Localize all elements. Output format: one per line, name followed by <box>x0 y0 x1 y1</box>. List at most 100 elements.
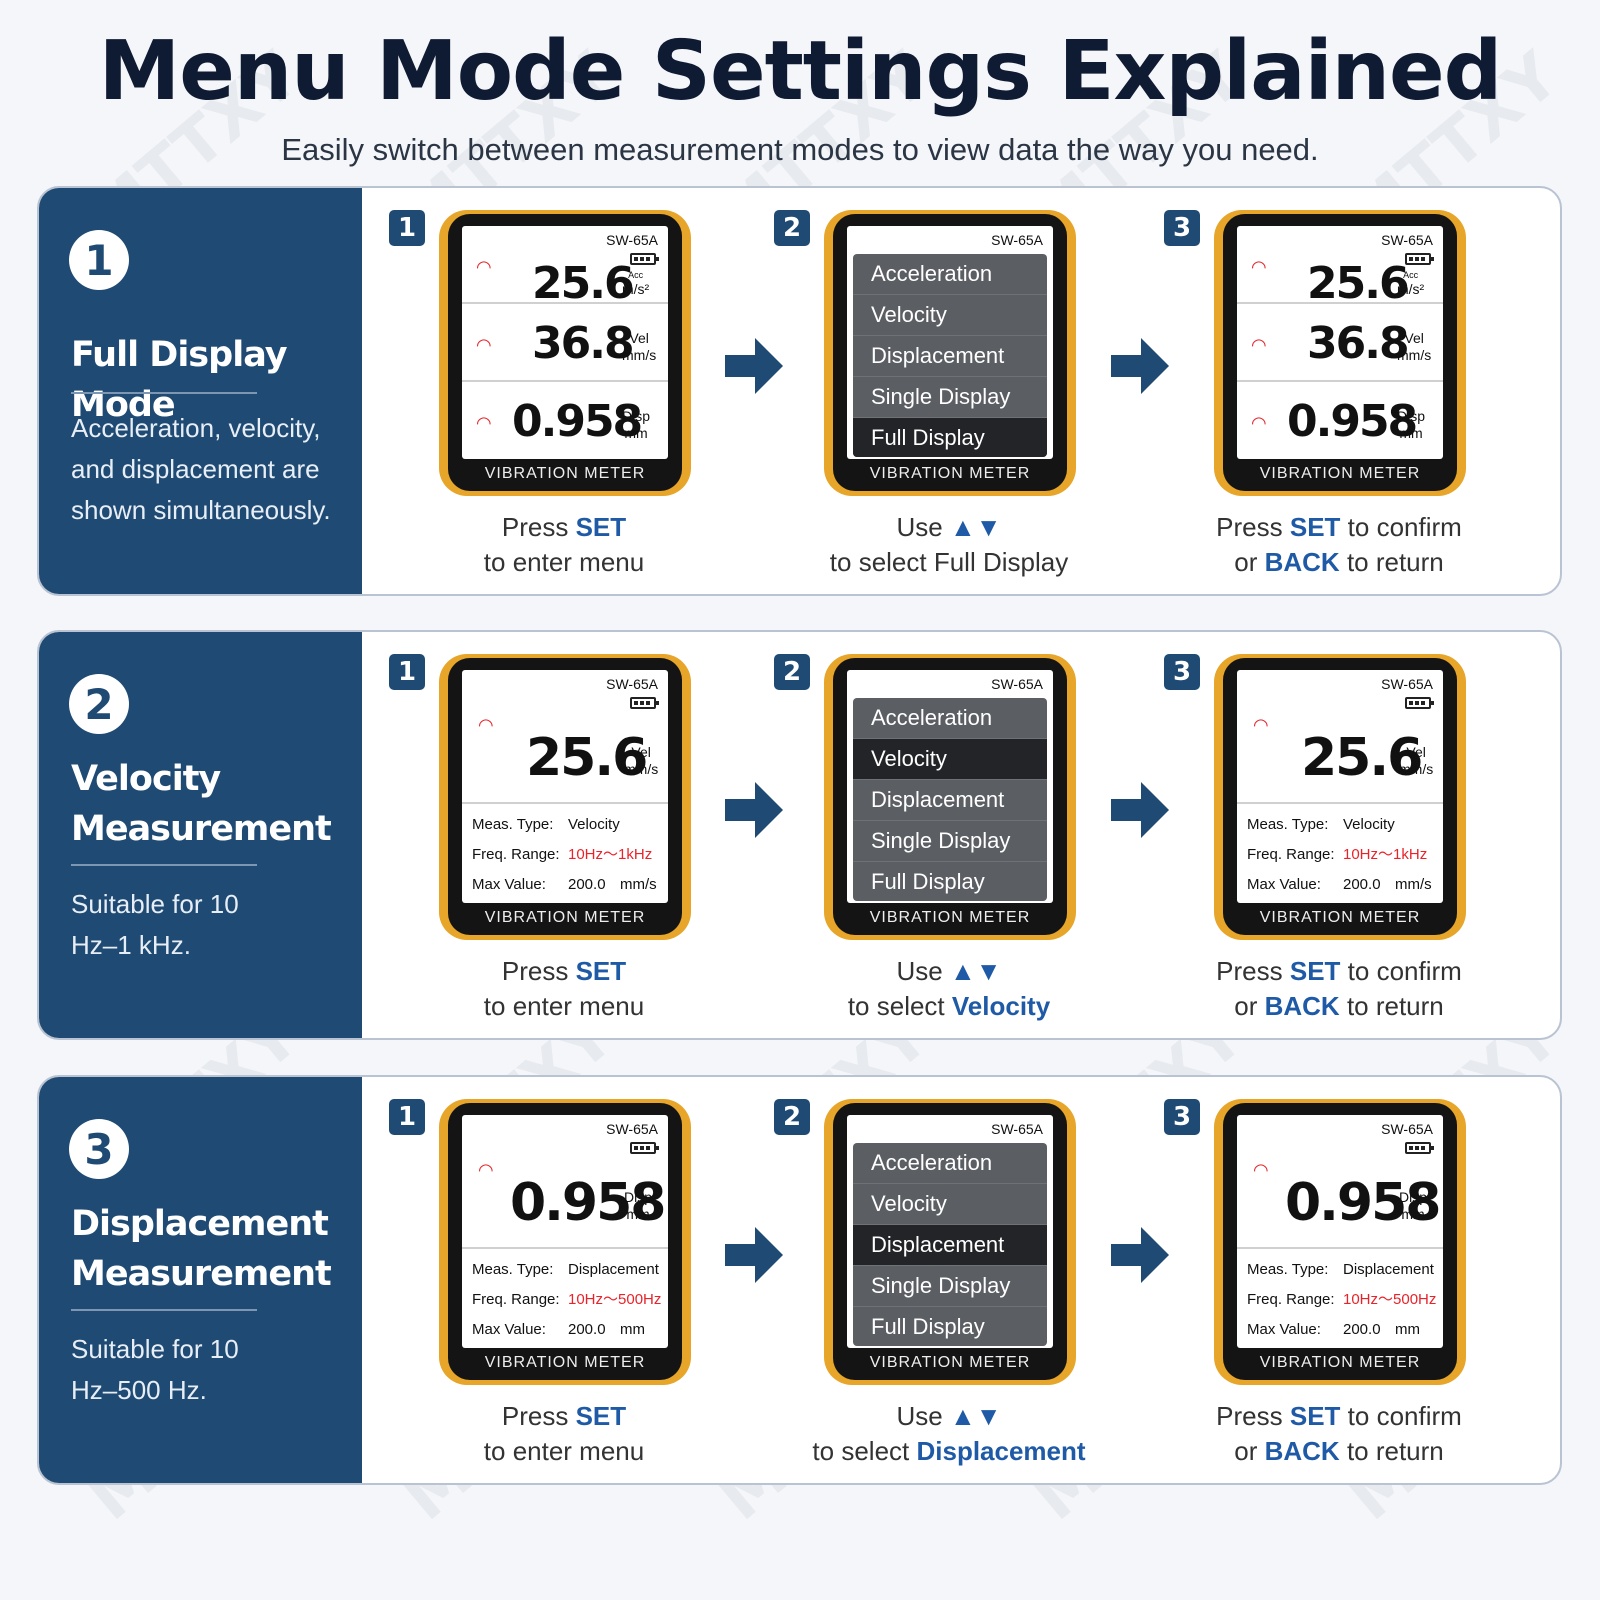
section-description: Suitable for 10 Hz–1 kHz. <box>71 889 239 960</box>
menu-item[interactable]: Acceleration <box>853 254 1047 295</box>
menu-item[interactable]: Single Display <box>853 1266 1047 1307</box>
info-unit: mm <box>1395 1321 1420 1338</box>
up-down-keys-icon[interactable]: ▲▼ <box>950 1401 1002 1431</box>
menu-item[interactable]: Full Display <box>853 418 1047 457</box>
info-value: 10Hz～500Hz <box>1343 1291 1437 1308</box>
menu-item[interactable]: Acceleration <box>853 698 1047 739</box>
menu-item[interactable]: Displacement <box>853 780 1047 821</box>
info-value: 200.0 <box>1343 876 1381 893</box>
set-key-label[interactable]: SET <box>1289 956 1341 986</box>
section-divider <box>71 392 257 394</box>
menu-item[interactable]: Displacement <box>853 1225 1047 1266</box>
up-down-keys-icon[interactable]: ▲▼ <box>950 956 1002 986</box>
arrow-shape <box>725 1227 783 1283</box>
gauge-icon: ◠ <box>1251 335 1267 355</box>
section-title: Full Display Mode <box>71 335 288 425</box>
set-key-label[interactable]: SET <box>575 1401 627 1431</box>
info-key: Freq. Range: <box>472 846 560 863</box>
step-caption: Press SET to enter menu <box>389 510 739 580</box>
page-title: Menu Mode Settings Explained <box>98 24 1503 119</box>
menu-item[interactable]: Single Display <box>853 377 1047 418</box>
info-value: Displacement <box>1343 1261 1434 1278</box>
info-row: Meas. Type:Displacement <box>1237 1255 1443 1285</box>
battery-icon <box>630 253 659 265</box>
caption-target[interactable]: Velocity <box>951 991 1051 1021</box>
up-down-keys-icon[interactable]: ▲▼ <box>950 512 1002 542</box>
gauge-icon: ◠ <box>1251 257 1267 277</box>
reading-value: 25.6 <box>1301 728 1423 788</box>
next-step-arrow-icon <box>1111 782 1169 838</box>
unit-value: mm <box>1401 1206 1425 1222</box>
set-key-label[interactable]: SET <box>575 956 627 986</box>
reading-value: 25.6 <box>532 258 635 309</box>
step-number-badge: 1 <box>389 654 425 690</box>
set-key-label[interactable]: SET <box>575 512 627 542</box>
step-caption: Use ▲▼ to select Full Display <box>774 510 1124 580</box>
brand-label: VIBRATION METER <box>484 465 646 482</box>
model-label: SW-65A <box>606 232 658 248</box>
step-number-badge: 1 <box>389 210 425 246</box>
back-key-label[interactable]: BACK <box>1264 1436 1340 1466</box>
unit-type: Vel <box>1404 330 1424 346</box>
back-key-label[interactable]: BACK <box>1264 547 1340 577</box>
info-value: 10Hz～500Hz <box>568 1291 662 1308</box>
menu-item[interactable]: Acceleration <box>853 1143 1047 1184</box>
menu-item[interactable]: Full Display <box>853 862 1047 901</box>
reading-value: 36.8 <box>1307 318 1410 369</box>
set-key-label[interactable]: SET <box>1289 512 1341 542</box>
brand-label: VIBRATION METER <box>1259 909 1421 926</box>
reading-value: 36.8 <box>532 318 635 369</box>
info-row: Meas. Type:Velocity <box>462 810 668 840</box>
caption-target[interactable]: Displacement <box>916 1436 1086 1466</box>
step-number-badge: 2 <box>774 1099 810 1135</box>
back-key-label[interactable]: BACK <box>1264 991 1340 1021</box>
caption-select: to select <box>812 1436 910 1466</box>
caption-press: Press <box>1216 1401 1283 1431</box>
info-row: Freq. Range:10Hz～500Hz <box>462 1285 668 1315</box>
caption-press: Press <box>501 512 569 542</box>
caption-select: to select <box>847 991 945 1021</box>
caption-or: or <box>1234 547 1258 577</box>
unit-type: Disp <box>622 408 651 424</box>
menu-item[interactable]: Full Display <box>853 1307 1047 1346</box>
brand-label: VIBRATION METER <box>869 909 1031 926</box>
menu-item[interactable]: Velocity <box>853 1184 1047 1225</box>
menu-item[interactable]: Displacement <box>853 336 1047 377</box>
caption-press: Press <box>501 1401 569 1431</box>
step-caption: Press SET to confirm or BACK to return <box>1164 1399 1514 1469</box>
next-step-arrow-icon <box>725 338 783 394</box>
step-number-badge: 2 <box>774 210 810 246</box>
next-step-arrow-icon <box>1111 1227 1169 1283</box>
menu-item[interactable]: Single Display <box>853 821 1047 862</box>
info-row: Freq. Range:10Hz～1kHz <box>1237 840 1443 870</box>
unit-type: Disp <box>1397 408 1426 424</box>
model-label: SW-65A <box>1381 1121 1433 1137</box>
caption-or: or <box>1234 991 1258 1021</box>
menu-item[interactable]: Velocity <box>853 739 1047 780</box>
menu-item[interactable]: Velocity <box>853 295 1047 336</box>
info-value: 200.0 <box>568 1321 606 1338</box>
info-value: 200.0 <box>568 876 606 893</box>
section-description: Acceleration, velocity, and displacement… <box>71 413 331 525</box>
step-number-badge: 3 <box>1164 1099 1200 1135</box>
step-caption: Press SET to confirm or BACK to return <box>1164 954 1514 1024</box>
set-key-label[interactable]: SET <box>1289 1401 1341 1431</box>
